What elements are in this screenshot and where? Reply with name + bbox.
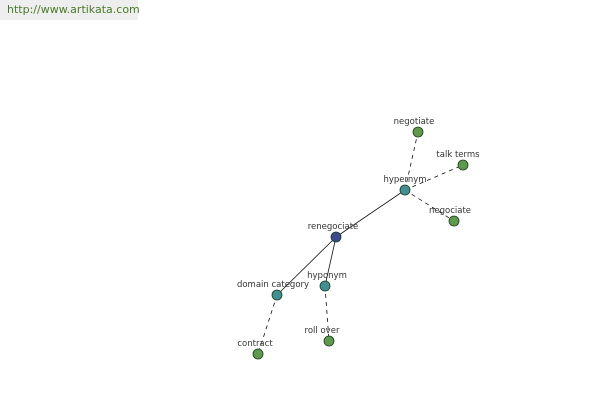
node-label-hyponym[interactable]: hyponym	[307, 271, 347, 281]
node-circle-contract[interactable]	[252, 348, 264, 360]
node-label-roll-over[interactable]: roll over	[305, 326, 340, 336]
node-circle-negociate[interactable]	[448, 215, 460, 227]
node-roll-over[interactable]: roll over	[305, 326, 340, 347]
node-label-negociate[interactable]: negociate	[429, 206, 471, 216]
edges-layer	[257, 131, 464, 355]
node-negociate[interactable]: negociate	[429, 206, 471, 227]
node-circle-talk-terms[interactable]	[457, 159, 469, 171]
node-label-hypernym[interactable]: hypernym	[383, 175, 426, 185]
edge-hyponym-to-roll-over	[324, 285, 330, 342]
node-renegociate[interactable]: renegociate	[308, 222, 359, 243]
edge-hypernym-to-negociate	[404, 189, 455, 222]
edge-renegociate-to-hyponym	[324, 236, 337, 287]
node-circle-negotiate[interactable]	[412, 126, 424, 138]
node-circle-renegociate[interactable]	[330, 231, 342, 243]
node-circle-roll-over[interactable]	[323, 335, 335, 347]
node-circle-hypernym[interactable]	[399, 184, 411, 196]
node-label-contract[interactable]: contract	[237, 339, 273, 349]
node-circle-hyponym[interactable]	[319, 280, 331, 292]
nodes-layer: renegociate hypernym domain categoryhypony…	[237, 117, 480, 360]
node-hypernym[interactable]: hypernym	[383, 175, 427, 196]
node-label-negotiate[interactable]: negotiate	[394, 117, 435, 127]
node-circle-domain-category[interactable]	[271, 289, 283, 301]
node-label-talk-terms[interactable]: talk terms	[436, 150, 480, 160]
node-hyponym[interactable]: hyponym	[307, 271, 347, 292]
node-domain-category[interactable]: domain category	[237, 280, 309, 301]
edge-renegociate-to-hypernym	[335, 189, 406, 238]
node-negotiate[interactable]: negotiate	[394, 117, 435, 138]
edge-hypernym-to-talk-terms	[404, 164, 464, 191]
site-url-link[interactable]: http://www.artikata.com	[0, 0, 140, 20]
edge-renegociate-to-domain-category	[276, 236, 337, 296]
edge-domain-category-to-contract	[257, 294, 278, 355]
node-contract[interactable]: contract	[237, 339, 273, 360]
node-talk-terms[interactable]: talk terms	[436, 150, 480, 171]
edge-hypernym-to-negotiate	[404, 131, 419, 191]
node-label-renegociate[interactable]: renegociate	[308, 222, 359, 232]
node-label-domain-category[interactable]: domain category	[237, 280, 309, 290]
